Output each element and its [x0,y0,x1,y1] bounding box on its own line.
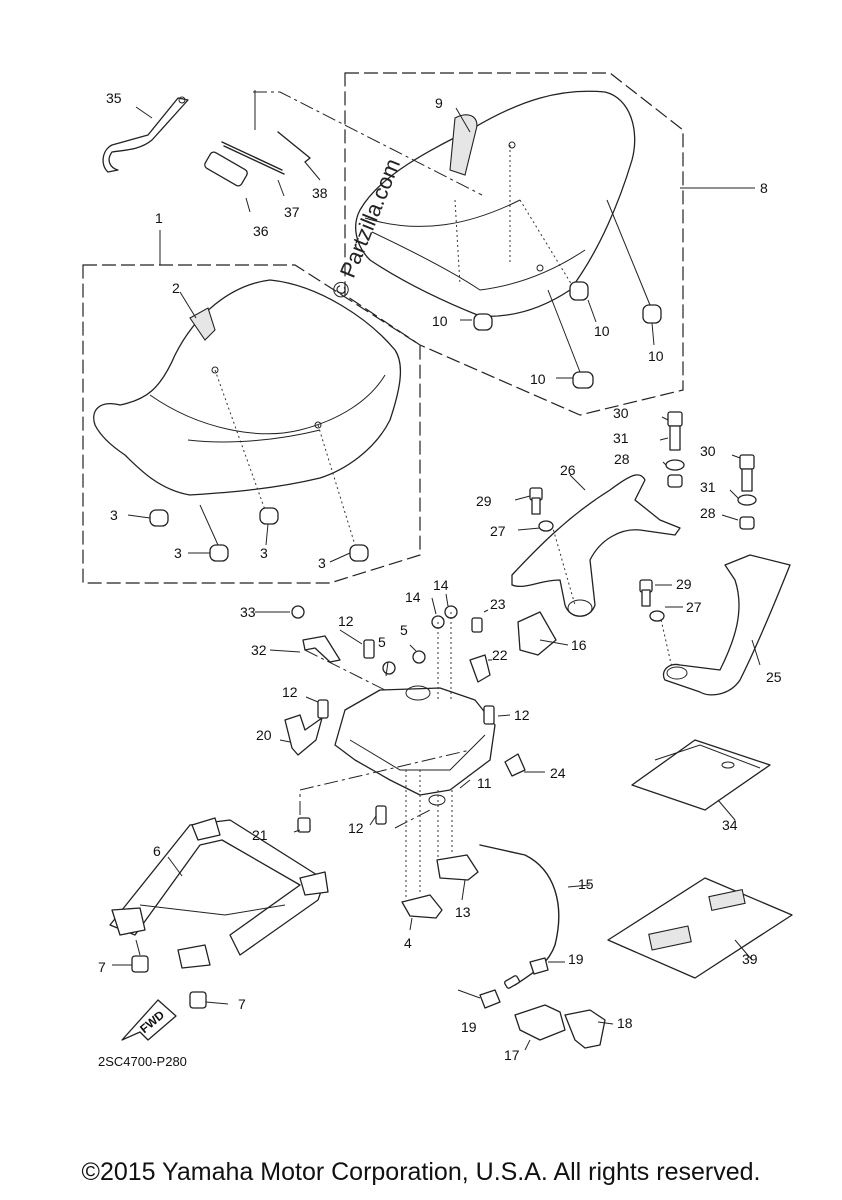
callout-16: 16 [571,637,587,653]
document-items [607,739,793,979]
grab-bar-parts [511,411,791,696]
callout-38: 38 [312,185,328,201]
callout-36: 36 [253,223,269,239]
callout-34: 34 [722,817,738,833]
callout-4: 4 [404,935,412,951]
callout-3-c: 3 [260,545,268,561]
callout-7-a: 7 [98,959,106,975]
callout-28-b: 28 [700,505,716,521]
callout-35: 35 [106,90,122,106]
callout-18: 18 [617,1015,633,1031]
callout-2: 2 [172,280,180,296]
callout-31-b: 31 [700,479,716,495]
seat-lock-cable [457,844,614,1051]
callout-12-b: 12 [282,684,298,700]
callout-33: 33 [240,604,256,620]
callout-11: 11 [477,775,492,791]
callout-10-d: 10 [530,371,546,387]
callout-21: 21 [252,827,268,843]
callout-22: 22 [492,647,508,663]
callout-27-a: 27 [490,523,506,539]
callout-24: 24 [550,765,566,781]
callout-25: 25 [766,669,782,685]
callout-6: 6 [153,843,161,859]
callout-19-b: 19 [461,1019,477,1035]
callout-29-a: 29 [476,493,492,509]
callout-17: 17 [504,1047,520,1063]
callout-29-b: 29 [676,576,692,592]
callout-7-b: 7 [238,996,246,1012]
callout-23: 23 [490,596,506,612]
callout-32: 32 [251,642,267,658]
callout-15: 15 [578,876,594,892]
callout-26: 26 [560,462,576,478]
rear-seat-group [344,72,755,416]
front-seat-group [82,230,421,584]
tool-kit [102,90,483,213]
callout-3-a: 3 [110,507,118,523]
callout-30-b: 30 [700,443,716,459]
callout-14-b: 14 [405,589,421,605]
callout-39: 39 [742,951,758,967]
callout-28-a: 28 [614,451,630,467]
callout-10-c: 10 [648,348,664,364]
callout-9: 9 [435,95,443,111]
callout-10-a: 10 [432,313,448,329]
callout-8: 8 [760,180,768,196]
seat-base-frame: FWD [109,817,329,1041]
callout-3-b: 3 [174,545,182,561]
callout-14-a: 14 [433,577,449,593]
seat-lock-assembly [255,593,569,931]
callout-12-a: 12 [338,613,354,629]
callout-37: 37 [284,204,300,220]
callout-labels: 35 9 8 38 37 36 1 2 10 10 10 10 30 31 28… [98,90,782,1063]
callout-3-d: 3 [318,555,326,571]
callout-5-b: 5 [378,634,386,650]
callout-12-c: 12 [514,707,530,723]
callout-30-a: 30 [613,405,629,421]
callout-12-d: 12 [348,820,364,836]
copyright-footer: ©2015 Yamaha Motor Corporation, U.S.A. A… [81,1158,761,1186]
callout-20: 20 [256,727,272,743]
callout-19-a: 19 [568,951,584,967]
diagram-code: 2SC4700-P280 [98,1054,187,1069]
callout-27-b: 27 [686,599,702,615]
callout-1: 1 [155,210,163,226]
callout-13: 13 [455,904,471,920]
callout-10-b: 10 [594,323,610,339]
callout-31-a: 31 [613,430,629,446]
callout-5-a: 5 [400,622,408,638]
